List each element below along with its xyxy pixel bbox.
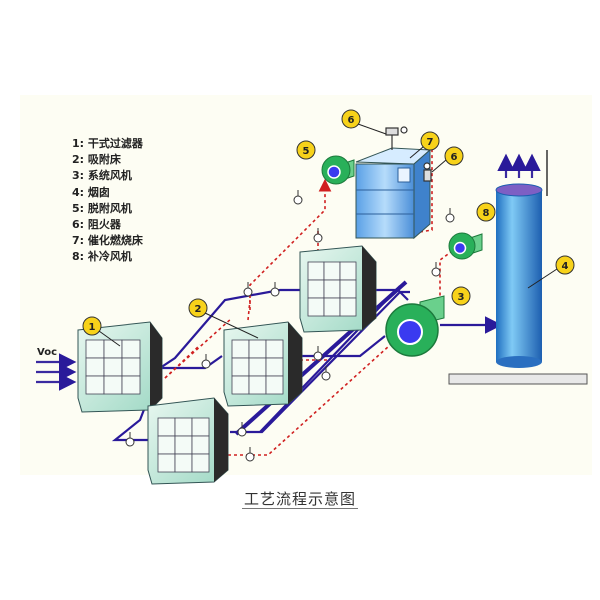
valve-icon xyxy=(293,190,303,205)
cooling-fan xyxy=(448,232,483,260)
legend-item: 8: 补冷风机 xyxy=(72,250,132,264)
adsorption-bed-bottom xyxy=(147,397,229,485)
legend-item: 2: 吸附床 xyxy=(72,153,121,167)
valve-icon xyxy=(321,366,331,381)
svg-text:5: 5 xyxy=(303,146,310,157)
legend-item: 5: 脱附风机 xyxy=(72,201,132,215)
badge-6-right: 6 xyxy=(431,146,464,173)
svg-text:7: 7 xyxy=(427,137,434,148)
valves xyxy=(125,190,455,462)
legend-item: 3: 系统风机 xyxy=(72,169,132,183)
legend: 1: 干式过滤器 2: 吸附床 3: 系统风机 4: 烟囱 5: 脱附风机 6:… xyxy=(72,136,143,266)
legend-item: 6: 阻火器 xyxy=(72,218,121,232)
valve-icon xyxy=(125,432,135,447)
flame-arrester-icon xyxy=(423,162,432,182)
adsorption-bed-top xyxy=(299,245,377,333)
svg-text:2: 2 xyxy=(195,304,202,315)
valve-icon xyxy=(313,228,323,243)
valve-icon xyxy=(445,208,455,223)
svg-text:6: 6 xyxy=(451,152,458,163)
svg-text:4: 4 xyxy=(562,261,569,272)
valve-icon xyxy=(270,282,280,297)
dry-filter xyxy=(77,321,163,413)
badge-4: 4 xyxy=(527,255,575,289)
svg-text:6: 6 xyxy=(348,115,355,126)
valve-icon xyxy=(243,282,253,297)
badge-3: 3 xyxy=(451,286,471,306)
valve-icon xyxy=(313,346,323,361)
flame-arresters xyxy=(385,126,432,182)
badge-1: 1 xyxy=(82,316,121,347)
flame-arrester-icon xyxy=(385,126,408,150)
valve-icon xyxy=(431,262,441,277)
badge-5: 5 xyxy=(296,140,316,160)
valve-icon xyxy=(245,447,255,462)
valve-icon xyxy=(201,354,211,369)
svg-text:1: 1 xyxy=(89,322,96,333)
adsorption-bed-middle xyxy=(223,321,303,407)
catalytic-combustion-bed xyxy=(355,147,432,240)
chimney-outlet-arrows xyxy=(497,153,541,178)
svg-text:3: 3 xyxy=(458,292,465,303)
diagram-caption: 工艺流程示意图 xyxy=(0,488,600,509)
badge-6-top: 6 xyxy=(341,109,387,135)
badge-7: 7 xyxy=(409,131,440,159)
chimney xyxy=(448,150,588,385)
badge-2: 2 xyxy=(188,298,259,339)
legend-item: 4: 烟囱 xyxy=(72,185,110,199)
desorption-fan xyxy=(321,155,355,185)
badge-8: 8 xyxy=(476,202,496,222)
svg-text:8: 8 xyxy=(483,208,490,219)
voc-inlet-arrows xyxy=(36,353,77,391)
legend-item: 1: 干式过滤器 xyxy=(72,137,143,150)
voc-inlet-label: Voc xyxy=(37,347,57,358)
caption-text: 工艺流程示意图 xyxy=(241,490,358,509)
legend-item: 7: 催化燃烧床 xyxy=(72,234,143,248)
valve-icon xyxy=(237,422,247,437)
system-fan xyxy=(385,295,445,357)
